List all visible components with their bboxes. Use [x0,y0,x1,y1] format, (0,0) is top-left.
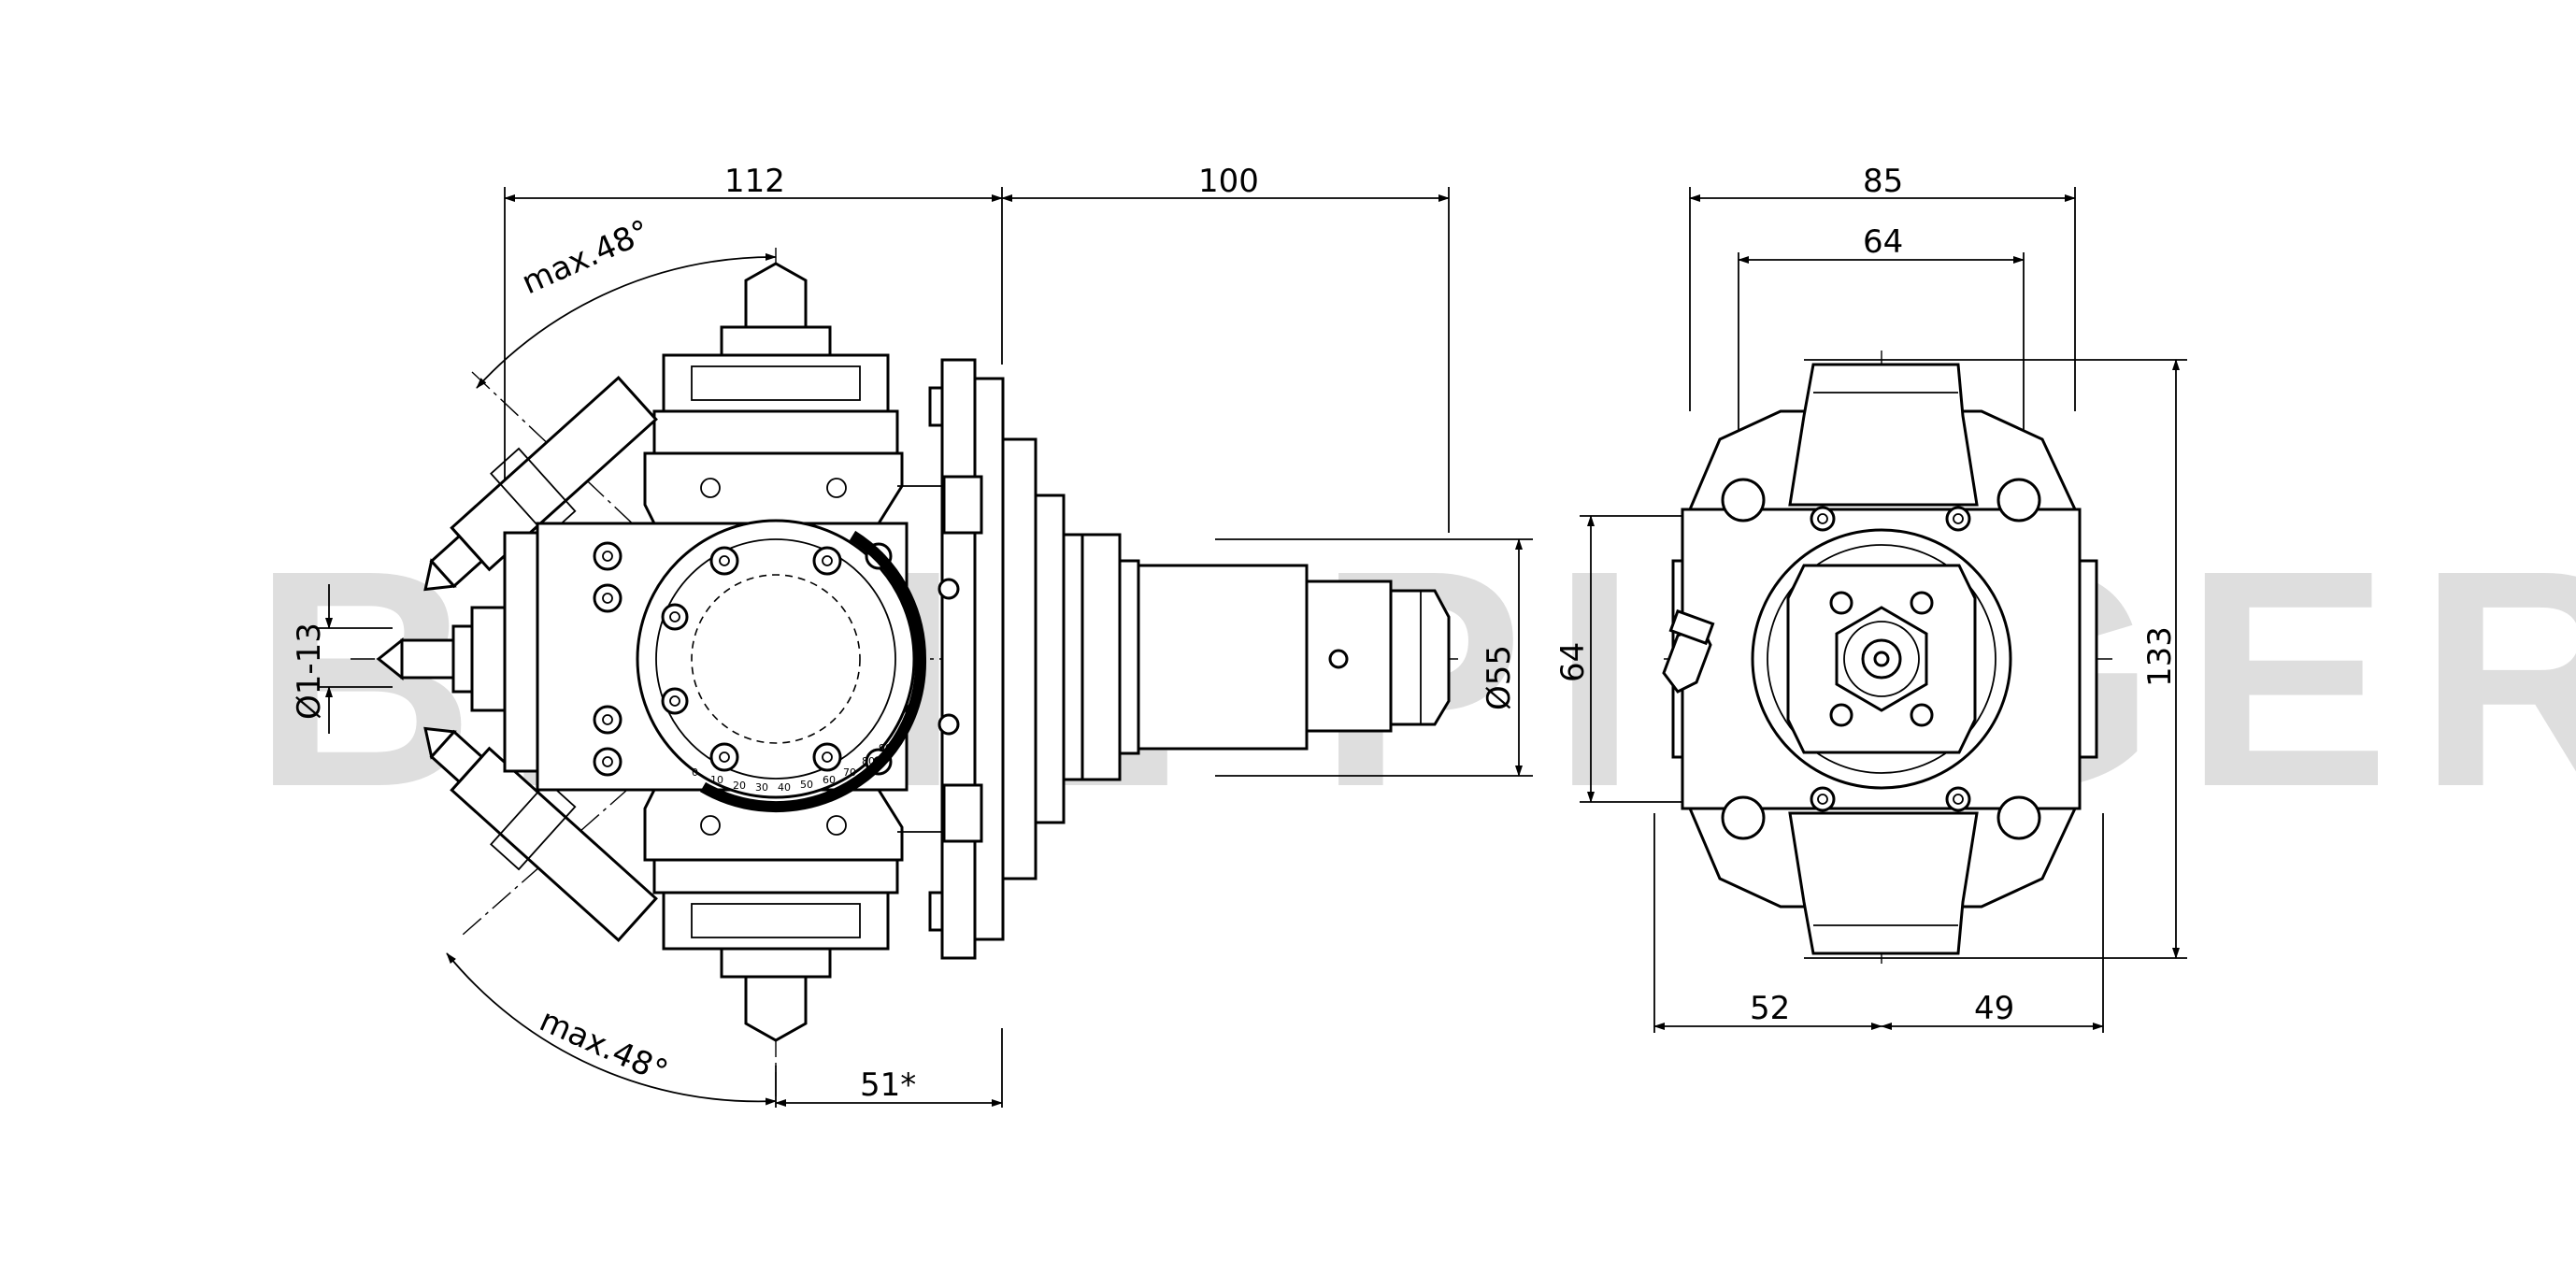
scale-0: 0 [692,766,698,779]
angled-tool-bottom [423,726,658,943]
coolant-nozzle [1662,608,1715,694]
angle-top: max.48° [516,213,655,303]
scale-30: 30 [755,781,768,794]
scale-40: 40 [778,781,791,794]
dim-85: 85 [1863,163,1903,200]
flange [897,358,1066,960]
bottom-spindle [652,858,899,1042]
scale-50: 50 [800,779,813,791]
front-view: 85 64 133 64 52 49 [1554,163,2187,1033]
top-spindle [652,262,899,455]
scale-80: 80 [862,755,875,767]
dim-49: 49 [1974,990,2014,1027]
angled-tool-top [423,375,658,592]
scale-60: 60 [823,774,836,786]
dim-100: 100 [1198,163,1259,200]
left-collet [376,606,507,712]
scale-20: 20 [733,780,746,792]
main-housing [503,519,916,799]
dim-64-top: 64 [1863,223,1903,261]
scale-10: 10 [710,774,723,786]
side-view: 112 100 51* Ø55 Ø1-13 max.48° max.48° [291,163,1533,1108]
dim-52: 52 [1750,990,1790,1027]
angle-scale: 0 10 20 30 40 50 60 70 80 90 [692,530,927,813]
dim-51: 51* [860,1066,916,1104]
dim-112: 112 [724,163,785,200]
scale-70: 70 [843,766,856,779]
scale-90: 90 [879,742,892,754]
dim-133: 133 [2141,626,2179,687]
shank [1062,533,1451,781]
dim-64-left: 64 [1554,642,1592,682]
dim-dia-1-13: Ø1-13 [291,623,328,720]
dim-dia-55: Ø55 [1481,645,1518,710]
